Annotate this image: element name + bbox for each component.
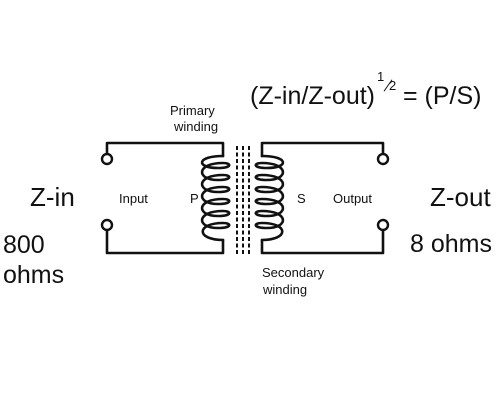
exponent-denominator: 2 xyxy=(389,78,397,93)
secondary-coil xyxy=(254,154,285,242)
z-in-unit: ohms xyxy=(3,261,65,289)
input-terminal-top xyxy=(100,152,114,166)
secondary-top-wire xyxy=(260,141,385,158)
output-terminal-top xyxy=(376,152,390,166)
formula-left: (Z-in/Z-out) xyxy=(250,82,375,110)
secondary-winding-label-line1: Secondary xyxy=(262,265,325,280)
input-label: Input xyxy=(119,191,148,206)
secondary-s-label: S xyxy=(297,191,306,206)
primary-p-label: P xyxy=(190,191,199,206)
primary-bottom-wire xyxy=(105,228,225,255)
primary-winding-label-line1: Primary xyxy=(170,103,215,118)
secondary-winding-label-line2: winding xyxy=(263,282,308,297)
primary-top-wire xyxy=(105,141,225,158)
exponent-numerator: 1 xyxy=(377,69,385,84)
z-in-label: Z-in xyxy=(30,182,75,212)
primary-coil xyxy=(200,154,231,242)
output-label: Output xyxy=(333,191,373,206)
z-out-label: Z-out xyxy=(430,182,491,212)
formula-right: = (P/S) xyxy=(403,82,482,110)
secondary-bottom-wire xyxy=(260,228,385,255)
z-out-value: 8 ohms xyxy=(410,230,492,258)
primary-winding-label-line2: winding xyxy=(174,119,219,134)
z-in-value: 800 xyxy=(3,231,45,259)
input-terminal-bottom xyxy=(100,218,114,232)
output-terminal-bottom xyxy=(376,218,390,232)
